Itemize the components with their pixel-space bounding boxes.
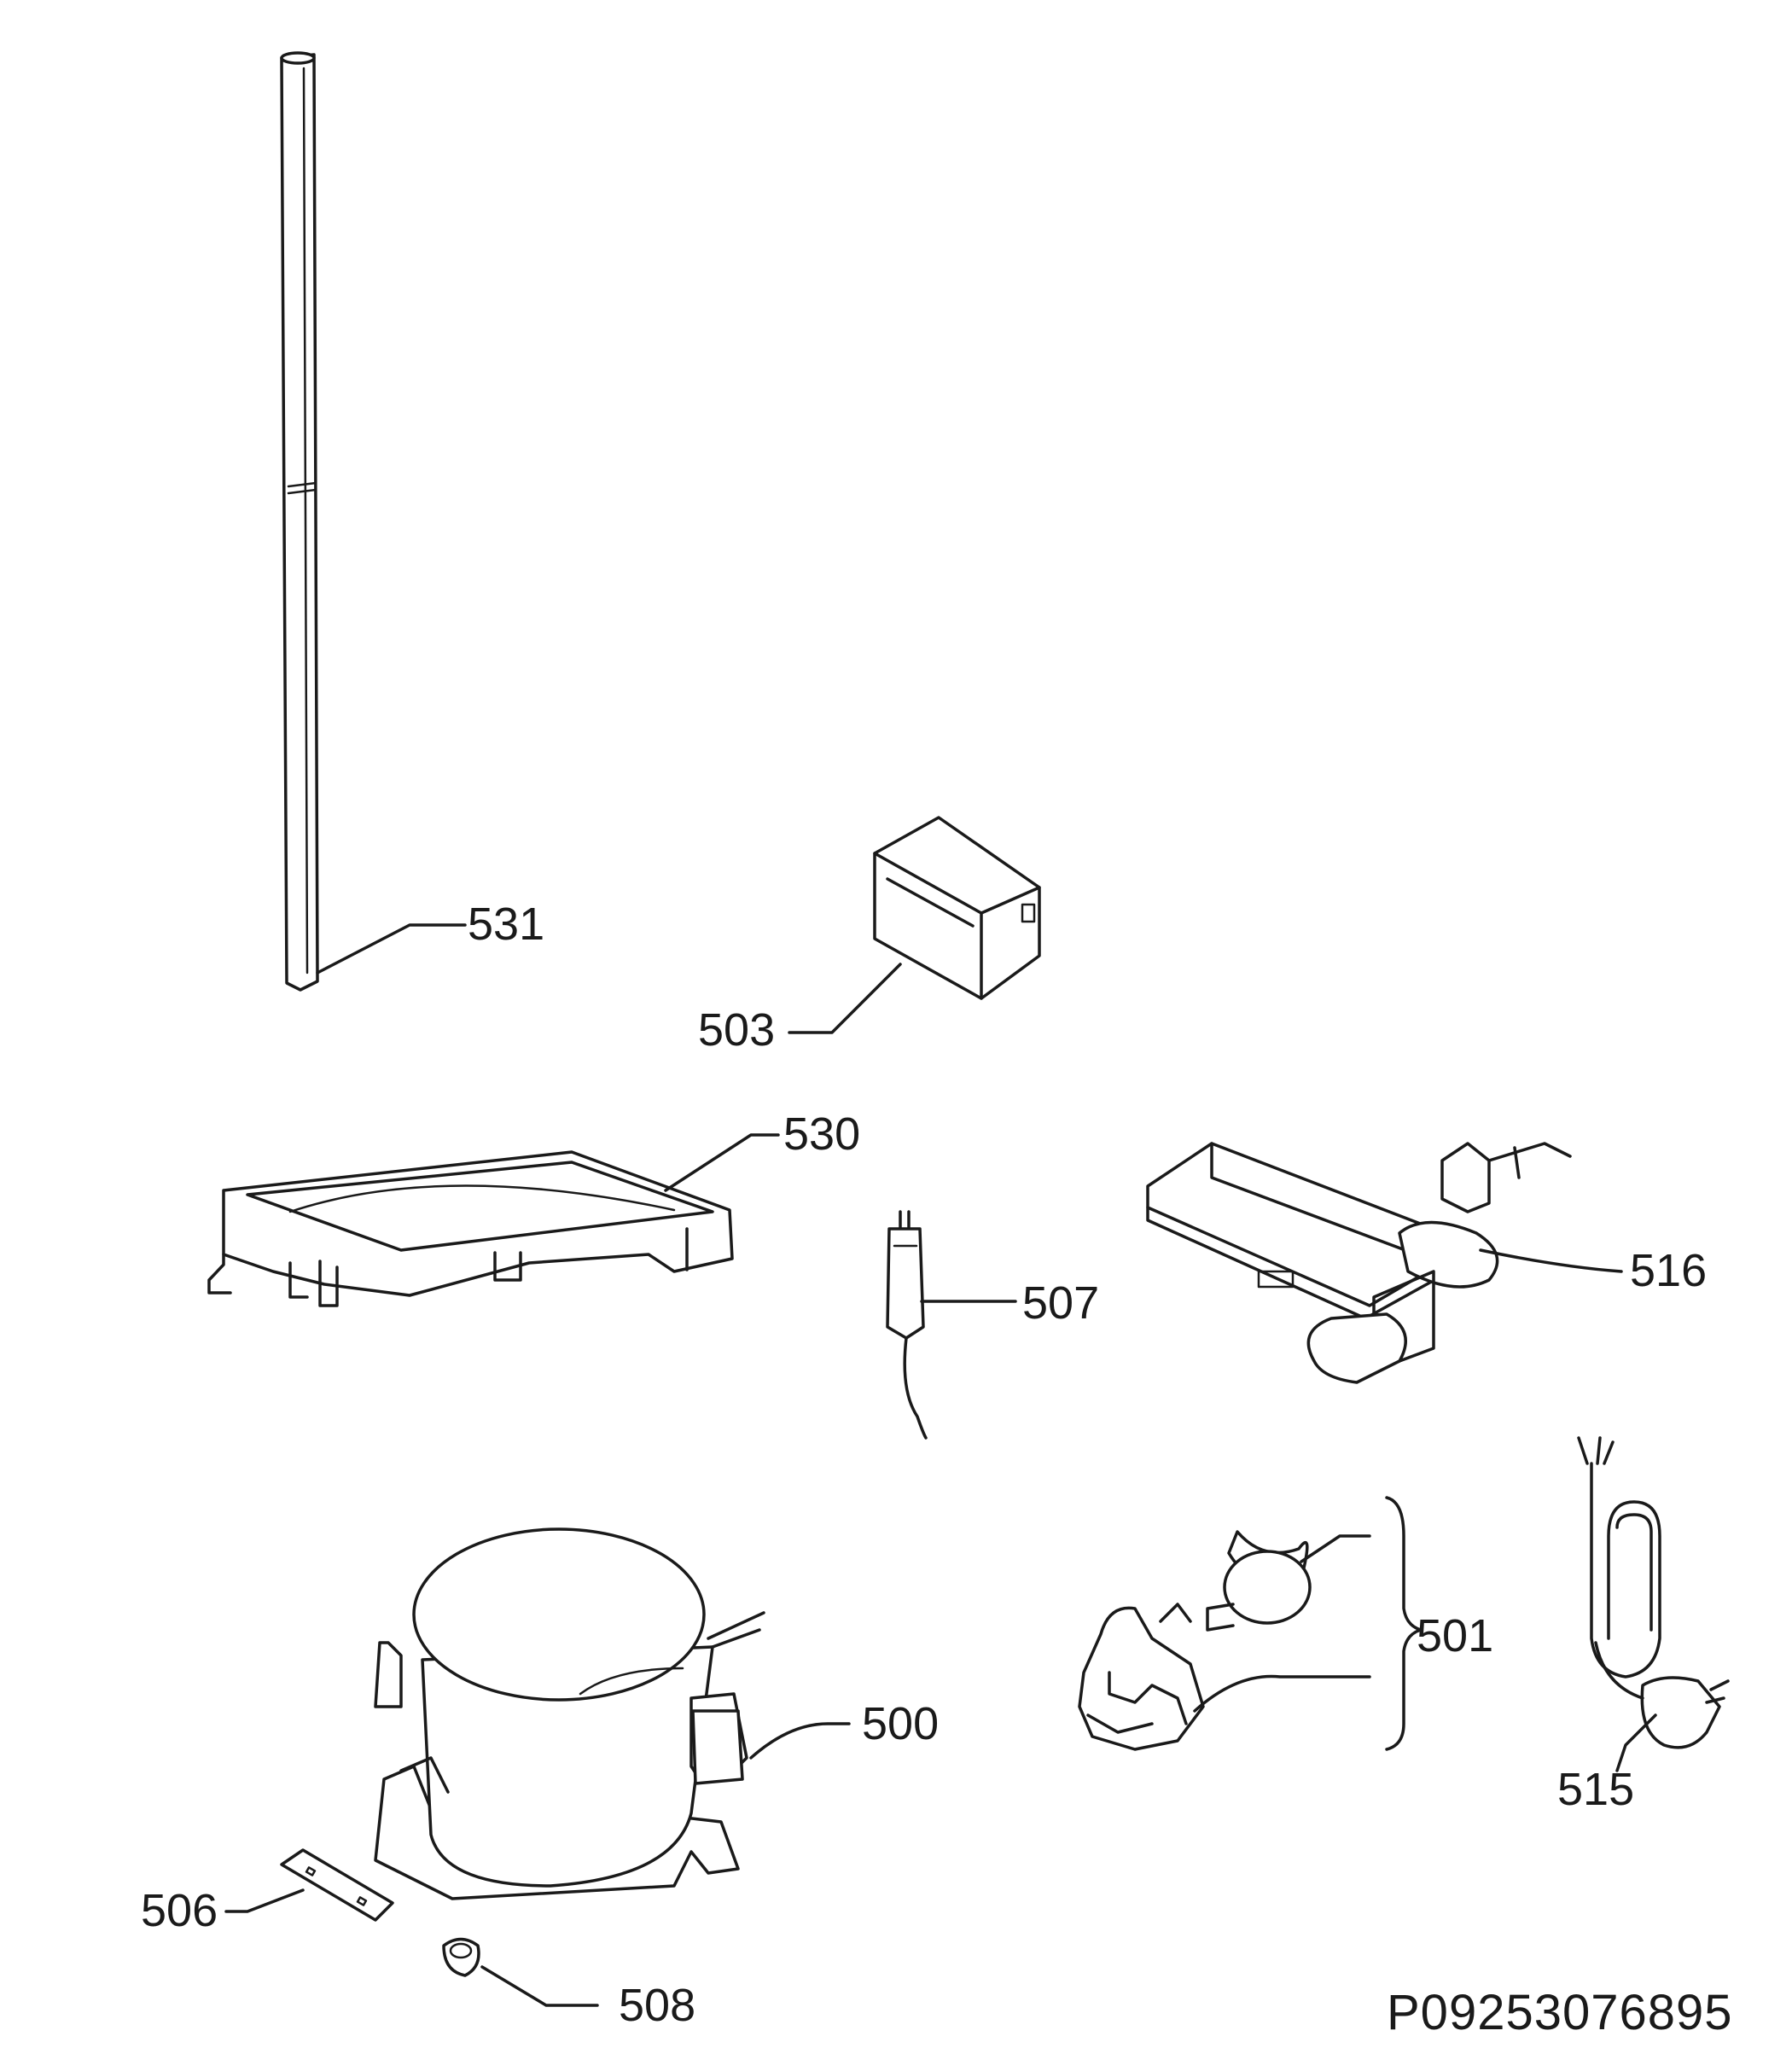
callout-516: 516 xyxy=(1630,1245,1708,1296)
leader-531 xyxy=(316,923,467,975)
drawing-number: P09253076895 xyxy=(1387,1985,1733,2040)
callout-506: 506 xyxy=(141,1885,218,1936)
callout-500: 500 xyxy=(862,1698,940,1749)
leader-516 xyxy=(1479,1248,1623,1273)
callout-515: 515 xyxy=(1557,1764,1635,1815)
callout-531: 531 xyxy=(468,899,545,950)
part-516-bracket xyxy=(1146,1142,1572,1384)
leader-515 xyxy=(1615,1713,1657,1772)
leader-500 xyxy=(749,1722,851,1760)
part-506-clip xyxy=(280,1848,394,1922)
callout-507: 507 xyxy=(1022,1277,1100,1329)
callout-503: 503 xyxy=(698,1004,776,1056)
leader-508 xyxy=(480,1965,599,2007)
leader-506 xyxy=(224,1888,305,1913)
part-515-coil xyxy=(1577,1436,1730,1749)
part-503-box xyxy=(873,816,1041,1000)
leader-501b xyxy=(1193,1674,1371,1713)
leader-501a xyxy=(1300,1534,1371,1563)
part-530-frame xyxy=(207,1150,734,1307)
callout-530: 530 xyxy=(783,1108,861,1160)
part-501-relay-protector xyxy=(1078,1530,1312,1751)
leader-530 xyxy=(664,1133,780,1192)
part-508-grommet xyxy=(442,1937,480,1977)
callout-508: 508 xyxy=(619,1980,696,2031)
part-500-compressor xyxy=(374,1527,765,1900)
part-507-drier xyxy=(886,1210,928,1440)
callout-501: 501 xyxy=(1417,1610,1494,1661)
brace-501 xyxy=(1385,1496,1423,1751)
leader-503 xyxy=(788,963,902,1034)
part-531-tube xyxy=(280,51,319,992)
